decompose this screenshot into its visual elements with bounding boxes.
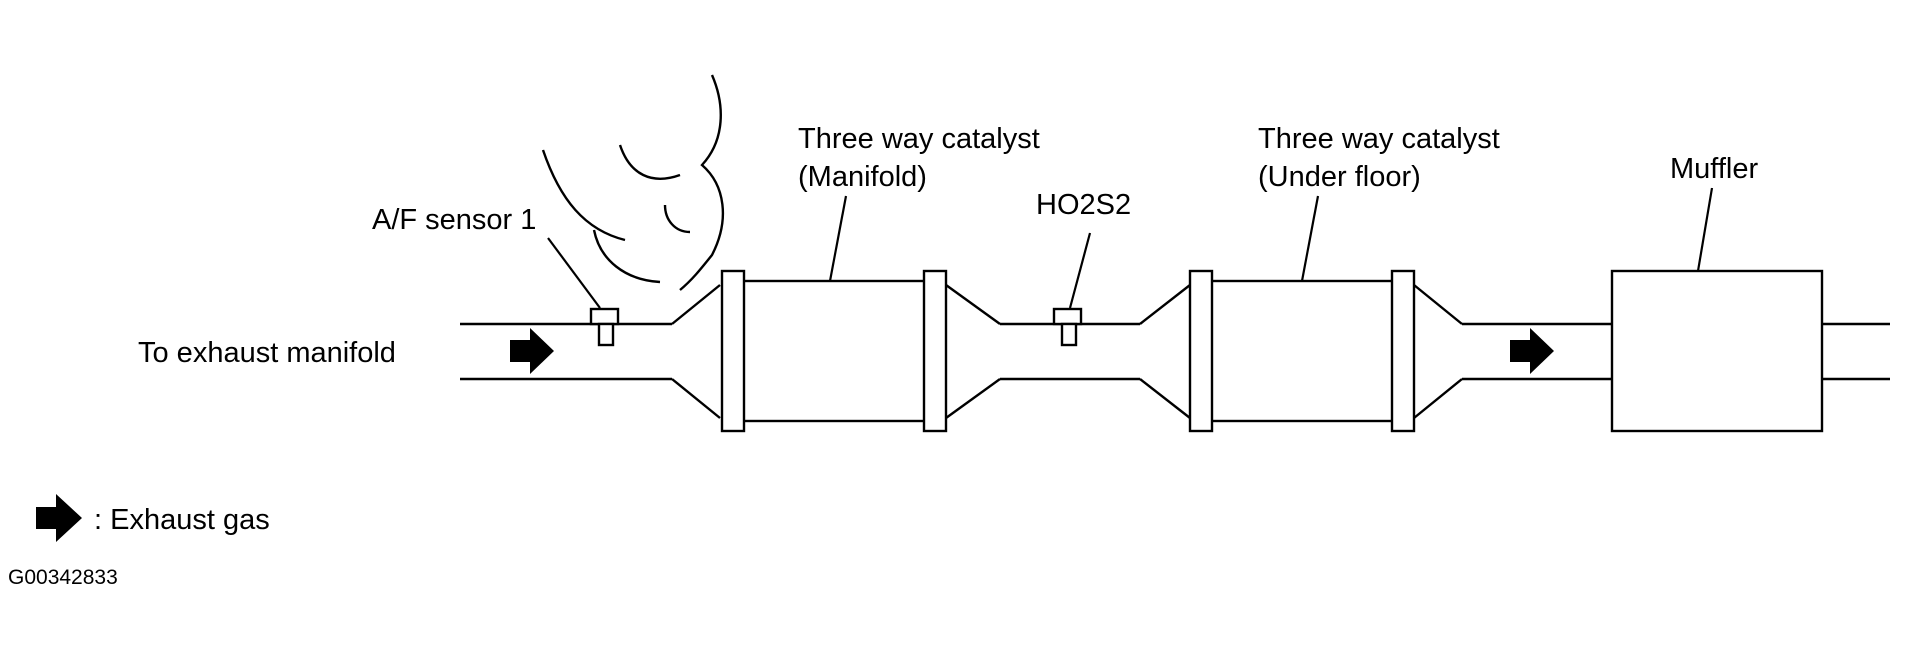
catalyst-under-floor-label-line1: Three way catalyst <box>1258 123 1500 155</box>
catalyst-manifold <box>720 269 948 433</box>
muffler-box <box>1610 269 1890 433</box>
figure-code: G00342833 <box>8 566 118 589</box>
legend-text: : Exhaust gas <box>94 504 270 536</box>
ho2s2-label: HO2S2 <box>1036 189 1131 221</box>
af-sensor-leader-line <box>547 237 601 309</box>
catalyst-manifold-label-line1: Three way catalyst <box>798 123 1040 155</box>
exhaust-flow-arrow-icon <box>1510 328 1554 374</box>
to-exhaust-manifold-label: To exhaust manifold <box>138 337 396 369</box>
af-sensor-label: A/F sensor 1 <box>372 204 536 236</box>
catalyst-under-floor-label-line2: (Under floor) <box>1258 161 1421 193</box>
ho2s2-sensor <box>1052 307 1083 347</box>
inlet-pipe <box>460 284 721 419</box>
ho2s2-leader-line <box>1068 232 1092 309</box>
catalyst-under-floor-leader-line <box>1300 195 1320 282</box>
outlet-pipe <box>1413 284 1612 419</box>
muffler-label: Muffler <box>1670 153 1758 185</box>
catalyst-under-floor <box>1188 269 1416 433</box>
af-sensor-1 <box>589 307 620 347</box>
legend: : Exhaust gas <box>36 494 270 542</box>
middle-pipe <box>945 284 1191 419</box>
muffler-leader-line <box>1696 187 1714 272</box>
catalyst-manifold-leader-line <box>828 195 848 282</box>
heat-cloud-icon <box>541 74 724 291</box>
catalyst-manifold-label-line2: (Manifold) <box>798 161 927 193</box>
exhaust-flow-arrow-icon <box>510 328 554 374</box>
arrow-icon <box>36 494 82 542</box>
